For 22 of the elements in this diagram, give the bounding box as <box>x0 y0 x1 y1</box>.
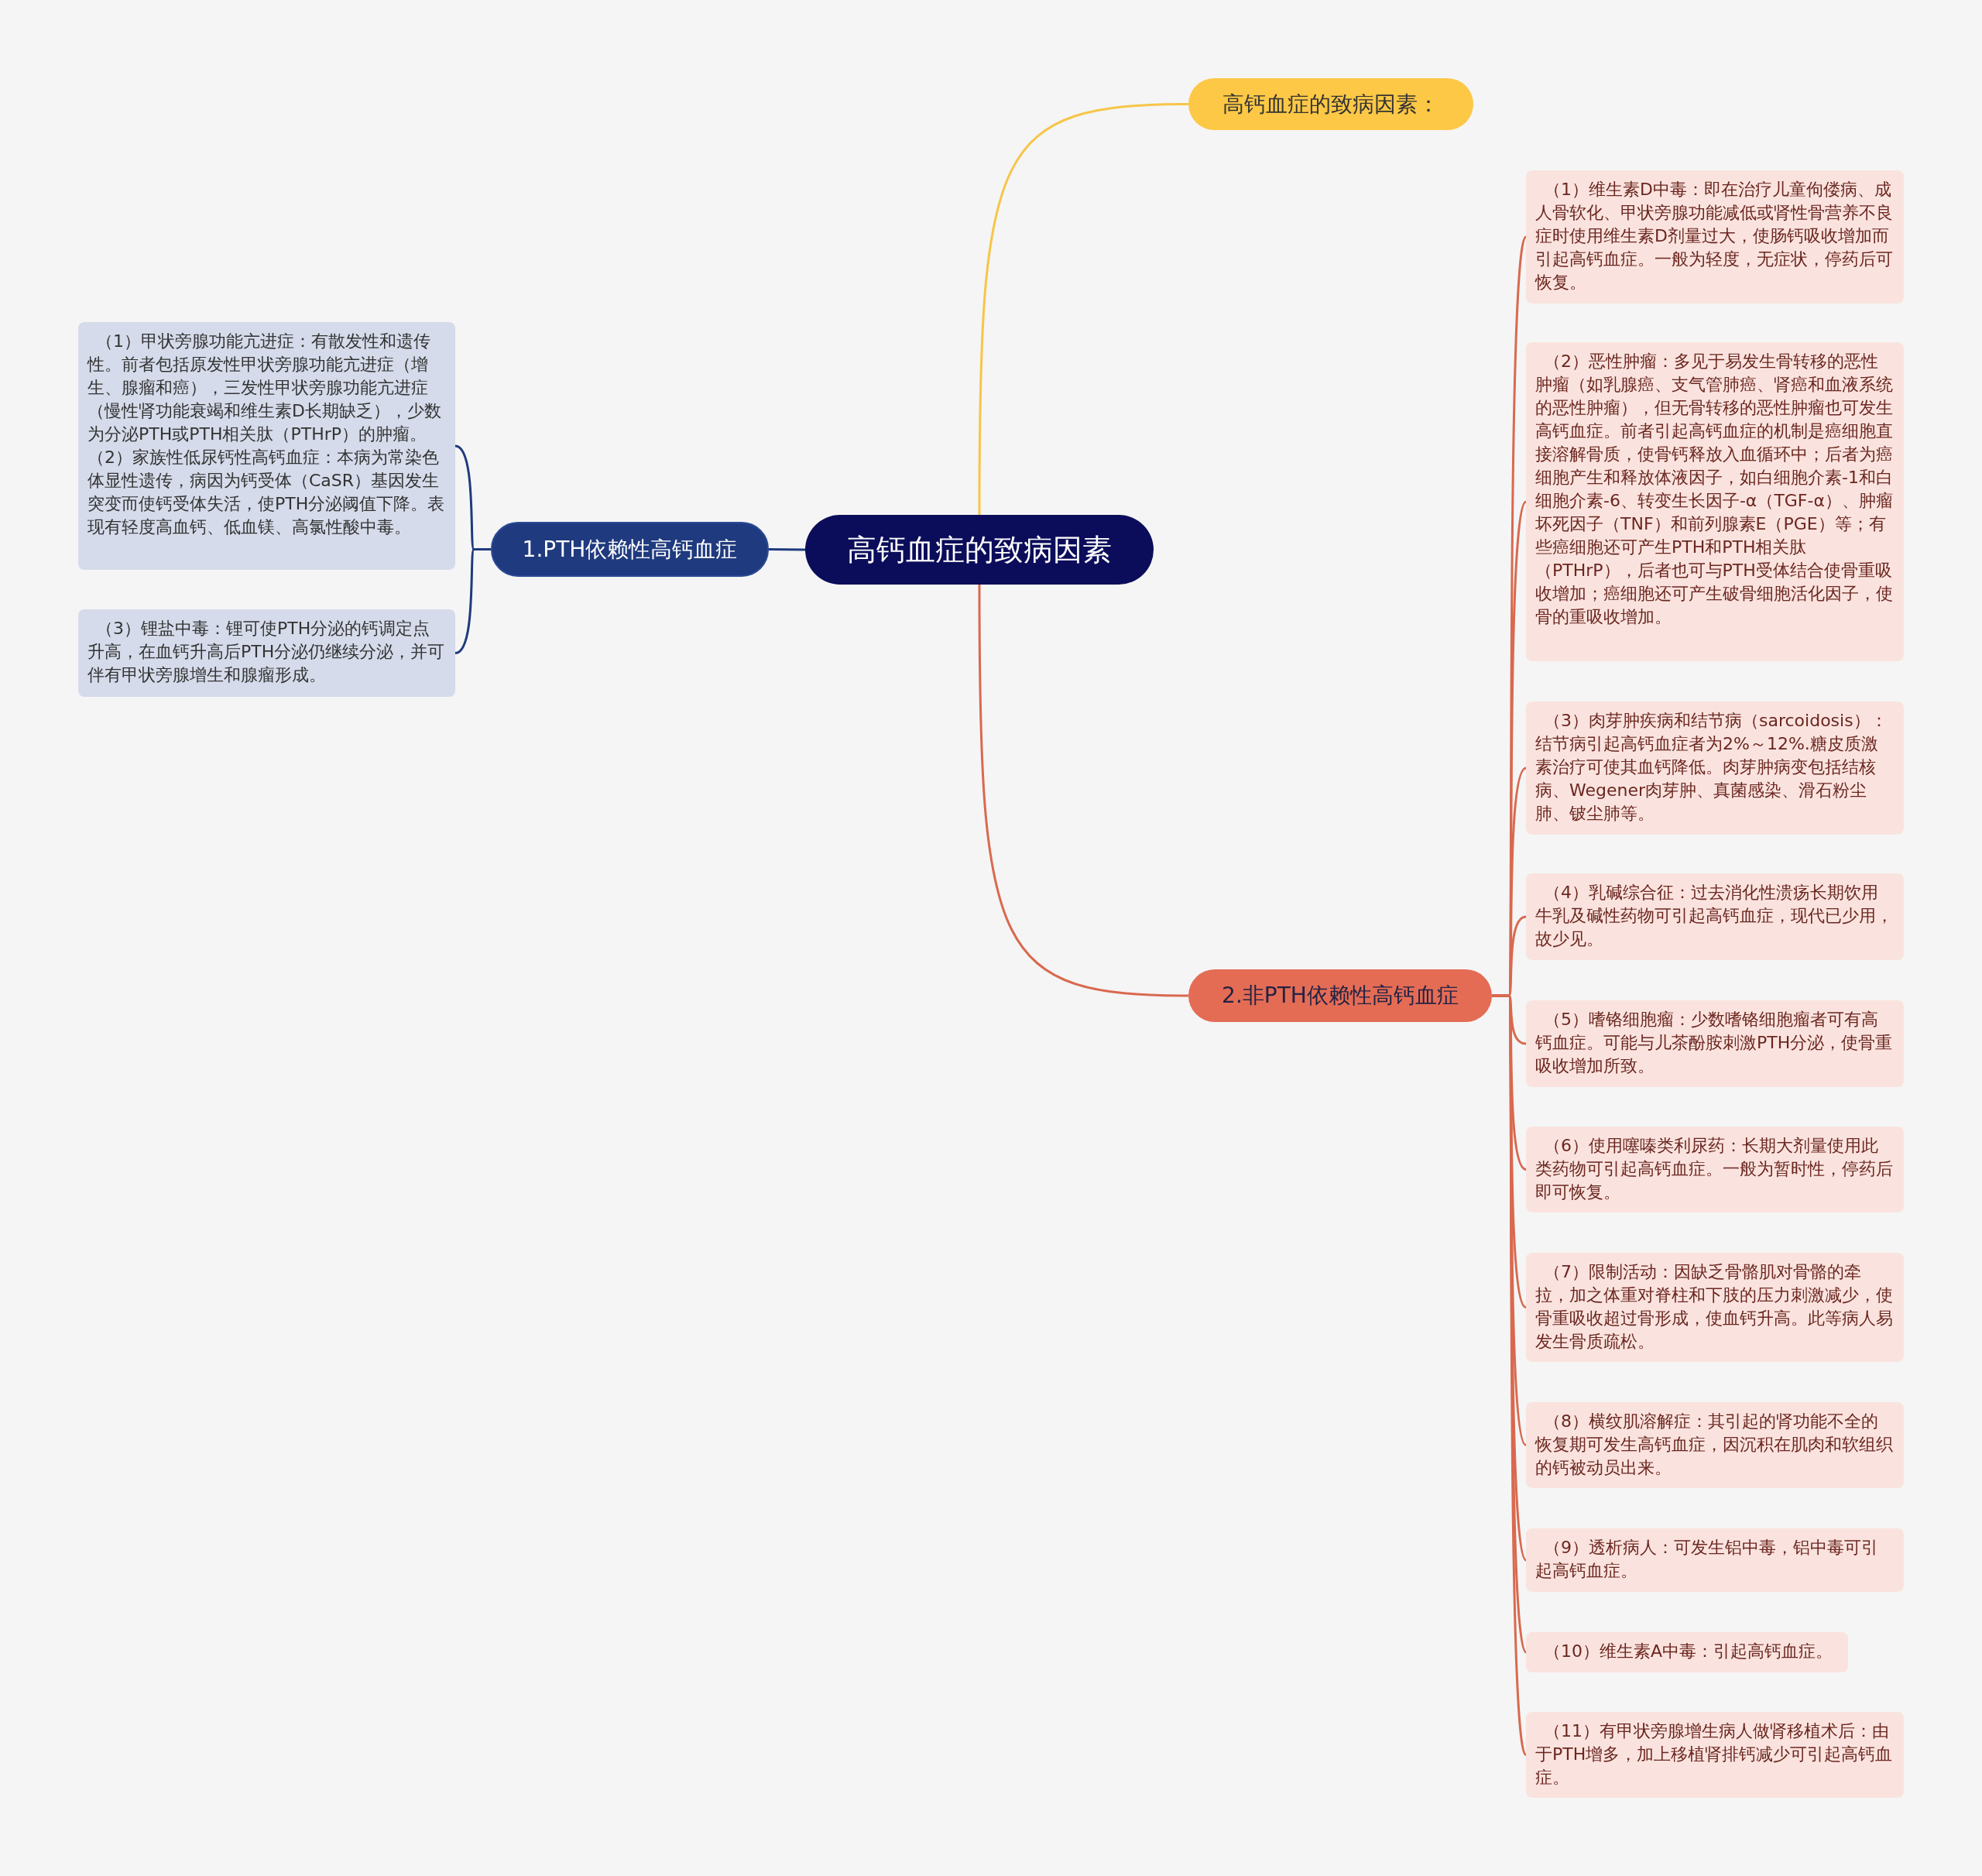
note-box: （1）甲状旁腺功能亢进症：有散发性和遗传性。前者包括原发性甲状旁腺功能亢进症（增生、腺瘤和癌），三发性甲状旁腺功能亢进症（慢性肾功能衰竭和维生素D长期缺乏），少数为分泌PTH或PTH相关肽（PTHrP）的肿瘤。（2）家族性低尿钙性高钙血症：本病为常染色体显性遗传，病因为钙受体（CaSR）基因发生突变而使钙受体失活，使PTH分泌阈值下降。表现有轻度高血钙、低血镁、高氯性酸中毒。 <box>78 322 455 570</box>
topic-pill: 2.非PTH依赖性高钙血症 <box>1188 969 1492 1022</box>
note-box: （3）肉芽肿疾病和结节病（sarcoidosis）：结节病引起高钙血症者为2%～12%.糖皮质激素治疗可使其血钙降低。肉芽肿病变包括结核病、Wegener肉芽肿、真菌感染、滑石粉尘肺、铍尘肺等。 <box>1526 701 1904 835</box>
connector-line <box>978 103 1189 515</box>
central-topic: 高钙血症的致病因素 <box>805 515 1154 585</box>
note-box: （3）锂盐中毒：锂可使PTH分泌的钙调定点升高，在血钙升高后PTH分泌仍继续分泌，并可伴有甲状旁腺增生和腺瘤形成。 <box>78 609 455 697</box>
connector-line <box>978 585 1189 997</box>
connector-line <box>454 548 491 654</box>
note-box: （4）乳碱综合征：过去消化性溃疡长期饮用牛乳及碱性药物可引起高钙血症，现代已少用，故少见。 <box>1526 873 1904 960</box>
connector-line <box>1492 994 1527 1171</box>
topic-pill: 高钙血症的致病因素： <box>1188 78 1473 130</box>
topic-pill: 1.PTH依赖性高钙血症 <box>491 522 769 577</box>
note-box: （8）横纹肌溶解症：其引起的肾功能不全的恢复期可发生高钙血症，因沉积在肌肉和软组织的钙被动员出来。 <box>1526 1402 1904 1488</box>
note-box: （11）有甲状旁腺增生病人做肾移植术后：由于PTH增多，加上移植肾排钙减少可引起高钙血症。 <box>1526 1712 1904 1798</box>
note-box: （7）限制活动：因缺乏骨骼肌对骨骼的牵拉，加之体重对脊柱和下肢的压力刺激减少，使骨重吸收超过骨形成，使血钙升高。此等病人易发生骨质疏松。 <box>1526 1253 1904 1362</box>
note-box: （9）透析病人：可发生铝中毒，铝中毒可引起高钙血症。 <box>1526 1528 1904 1592</box>
note-box: （1）维生素D中毒：即在治疗儿童佝偻病、成人骨软化、甲状旁腺功能减低或肾性骨营养不良症时使用维生素D剂量过大，使肠钙吸收增加而引起高钙血症。一般为轻度，无症状，停药后可恢复。 <box>1526 170 1904 304</box>
note-box: （2）恶性肿瘤：多见于易发生骨转移的恶性肿瘤（如乳腺癌、支气管肺癌、肾癌和血液系统的恶性肿瘤），但无骨转移的恶性肿瘤也可发生高钙血症。前者引起高钙血症的机制是癌细胞直接溶解骨质，使骨钙释放入血循环中；后者为癌细胞产生和释放体液因子，如白细胞介素-1和白细胞介素-6、转变生长因子-α（TGF-α）、肿瘤坏死因子（TNF）和前列腺素E（PGE）等；有些癌细胞还可产生PTH和PTH相关肽（PTHrP），后者也可与PTH受体结合使骨重吸收增加；癌细胞还可产生破骨细胞活化因子，使骨的重吸收增加。 <box>1526 342 1904 661</box>
note-box: （5）嗜铬细胞瘤：少数嗜铬细胞瘤者可有高钙血症。可能与儿茶酚胺刺激PTH分泌，使骨重吸收增加所致。 <box>1526 1000 1904 1087</box>
note-box: （10）维生素A中毒：引起高钙血症。 <box>1526 1632 1848 1672</box>
note-box: （6）使用噻嗪类利尿药：长期大剂量使用此类药物可引起高钙血症。一般为暂时性，停药后即可恢复。 <box>1526 1127 1904 1212</box>
connector-line <box>769 548 805 551</box>
